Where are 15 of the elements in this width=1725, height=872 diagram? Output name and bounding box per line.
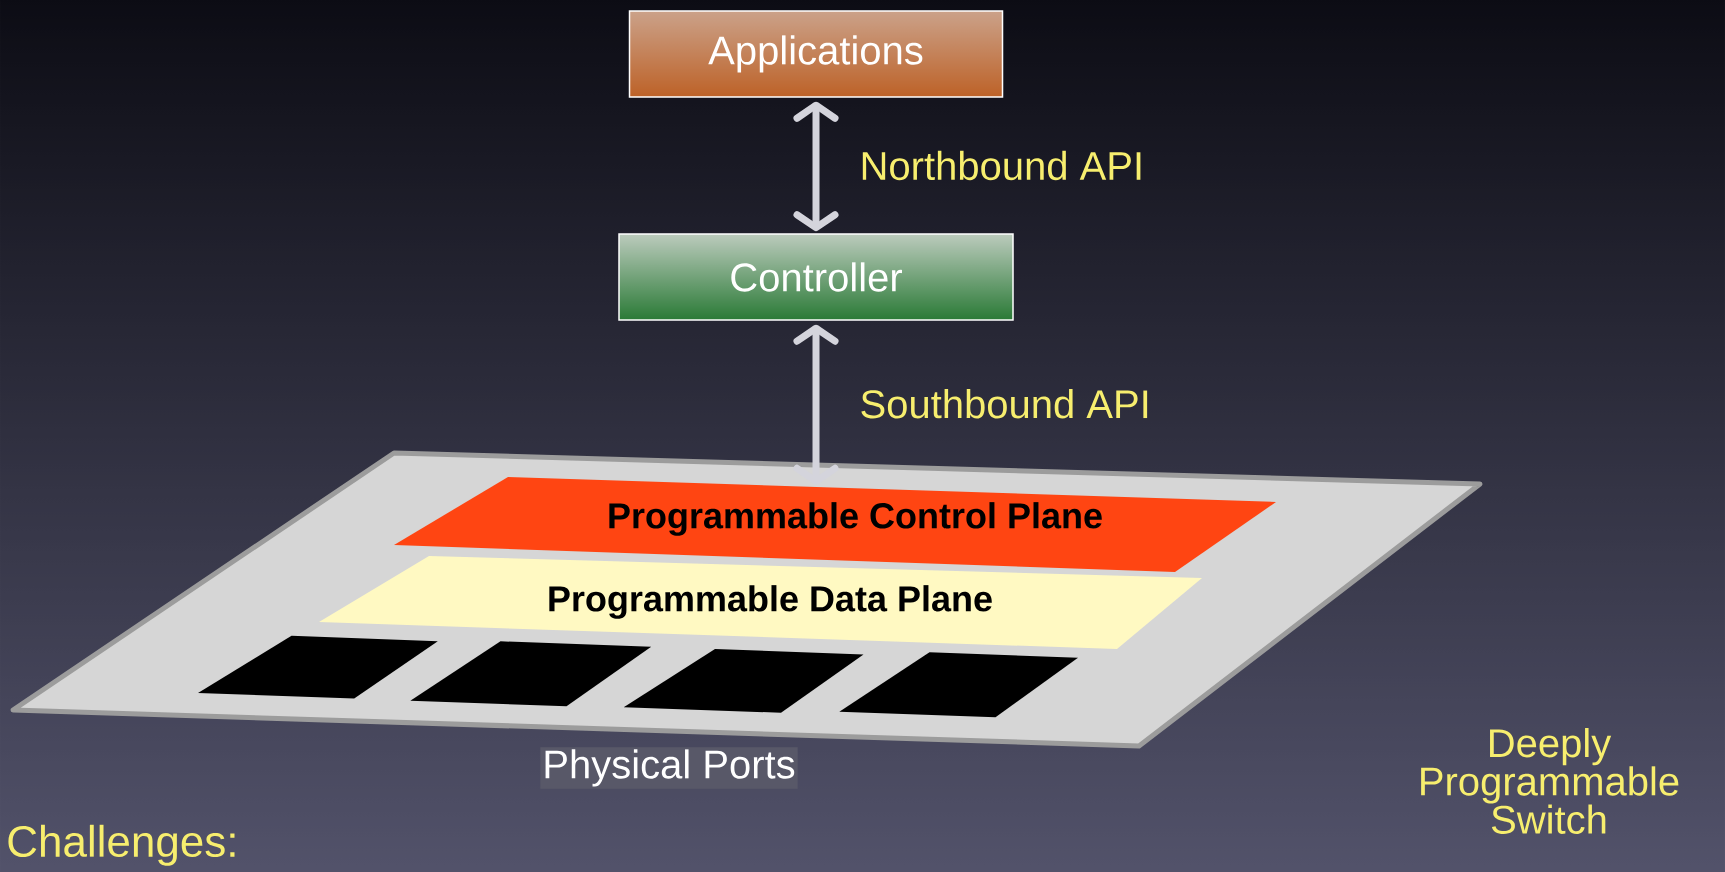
port <box>410 641 652 707</box>
control-plane: Programmable Control Plane <box>394 477 1276 572</box>
double-arrow <box>793 101 839 232</box>
edge-label: Northbound API <box>862 150 1141 181</box>
port <box>839 652 1078 718</box>
application-box: Applications <box>628 10 1004 98</box>
challenges-heading: Challenges: <box>8 824 235 866</box>
double-arrow <box>793 324 839 485</box>
ports-label: Physical Ports <box>540 747 798 789</box>
data-plane: Programmable Data Plane <box>319 556 1202 649</box>
port <box>198 635 438 699</box>
port <box>623 649 864 713</box>
switch-caption: Deeply Programmable Switch <box>1421 728 1679 834</box>
edge-label: Southbound API <box>861 389 1148 419</box>
controller-box: Controller <box>618 233 1014 321</box>
